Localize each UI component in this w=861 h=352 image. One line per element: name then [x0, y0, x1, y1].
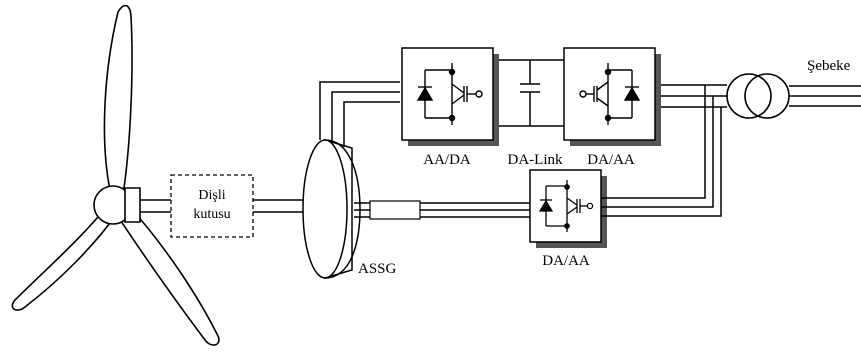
inverter-box — [563, 47, 661, 146]
igbt-icon — [448, 63, 483, 125]
transformer-icon — [726, 73, 790, 119]
gearbox-icon: Dişli kutusu — [170, 174, 254, 238]
rectifier-label: AA/DA — [423, 152, 471, 168]
turbine-blade-left — [11, 203, 120, 311]
grid-lines — [789, 85, 861, 107]
rectifier-box — [401, 47, 499, 146]
grid-label: Şebeke — [807, 58, 851, 74]
igbt-icon — [564, 180, 594, 232]
inverter-label: DA/AA — [587, 152, 635, 168]
diode-icon — [608, 69, 641, 119]
rotor-converter-label: DA/AA — [542, 253, 590, 269]
dc-link-label: DA-Link — [508, 152, 563, 168]
igbt-icon — [579, 63, 612, 125]
inverter-output-lines — [661, 84, 727, 108]
turbine-blade-top — [103, 4, 133, 191]
wind-turbine-icon — [11, 4, 220, 346]
gearbox-label-line2: kutusu — [193, 207, 230, 222]
diode-icon — [538, 185, 567, 227]
rotor-connection — [354, 200, 530, 220]
gearbox-label-line1: Dişli — [198, 188, 225, 203]
turbine-blade-right — [113, 203, 220, 346]
generator-label: ASSG — [358, 261, 397, 277]
low-speed-shaft — [140, 199, 171, 213]
stator-connection — [319, 81, 400, 147]
turbine-nacelle — [124, 187, 141, 223]
dc-link — [499, 59, 564, 127]
capacitor-icon — [520, 60, 540, 126]
generator-icon — [302, 138, 361, 280]
rotor-converter-output-lines — [601, 85, 722, 217]
rotor-converter-box — [529, 169, 607, 248]
diode-icon — [416, 69, 452, 119]
